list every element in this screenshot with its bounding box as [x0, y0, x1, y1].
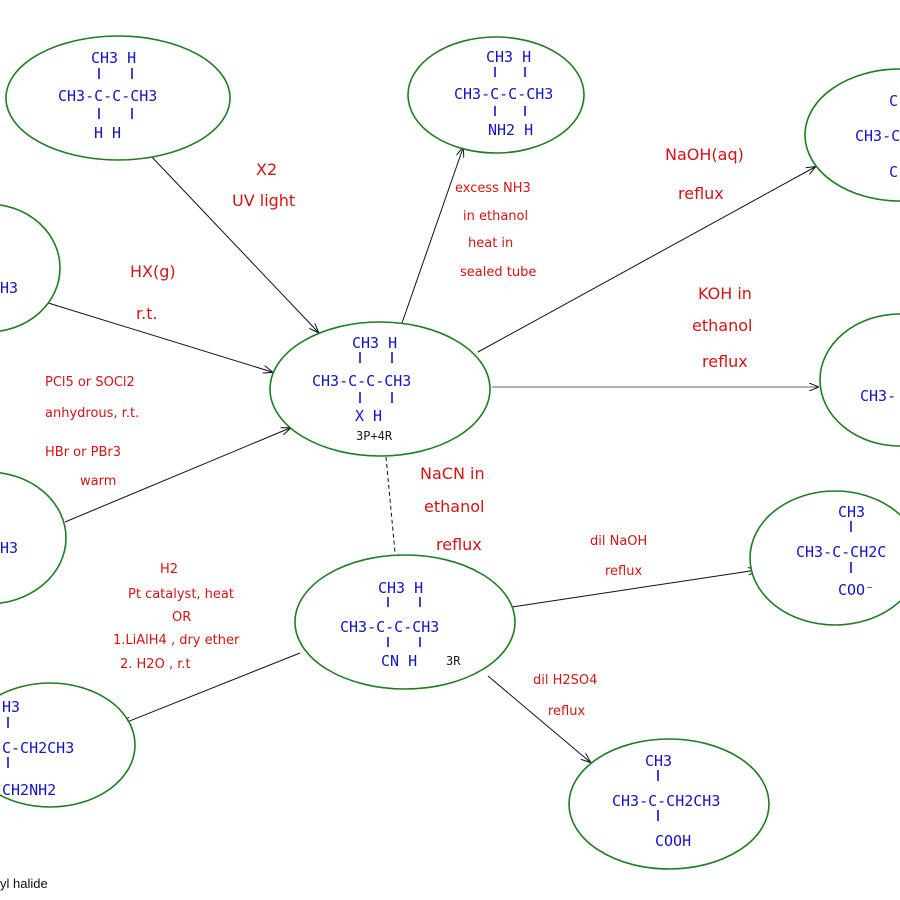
conditions-nh3: excess NH3 in ethanol heat in sealed tub… — [455, 181, 536, 280]
svg-text:dil NaOH: dil NaOH — [590, 534, 647, 549]
amine-primary-top: H3 — [2, 698, 20, 716]
svg-text:reflux: reflux — [605, 564, 642, 579]
nitrile-bottom: CN H — [381, 652, 417, 670]
svg-text:r.t.: r.t. — [136, 304, 158, 323]
svg-text:excess NH3: excess NH3 — [455, 181, 531, 196]
arrow-halogenation — [149, 154, 318, 332]
svg-text:H2: H2 — [160, 562, 178, 577]
alcohol-partial-bottom: C — [889, 163, 898, 181]
carboxylate-top: CH3 — [838, 503, 865, 521]
svg-text:OR: OR — [172, 610, 191, 625]
arrow-acid-hydrolysis — [487, 675, 590, 762]
conditions-reduction: H2 Pt catalyst, heat OR 1.LiAlH4 , dry e… — [113, 562, 240, 672]
node-acid: CH3 CH3-C-CH2CH3 COOH — [568, 738, 770, 870]
amine-primary-main: C-CH2CH3 — [2, 739, 74, 757]
svg-text:warm: warm — [80, 474, 116, 489]
butane-main: CH3-C-C-CH3 — [58, 87, 157, 105]
amine-primary-bottom: CH2NH2 — [2, 781, 56, 799]
alkyl-halide-bottom: X H — [355, 407, 382, 425]
svg-text:NaOH(aq): NaOH(aq) — [665, 145, 744, 164]
alcohol-left-partial-main: H3 — [0, 539, 18, 557]
reaction-arrows — [44, 148, 818, 762]
svg-text:HX(g): HX(g) — [130, 262, 176, 281]
node-alcohol-partial: C CH3-C C — [804, 68, 900, 202]
svg-text:PCl5 or SOCl2: PCl5 or SOCl2 — [45, 375, 135, 390]
svg-text:KOH in: KOH in — [698, 284, 752, 303]
svg-text:HBr or PBr3: HBr or PBr3 — [45, 445, 121, 460]
alkyl-halide-note: 3P+4R — [356, 429, 393, 443]
node-alcohol-left-partial: H3 — [0, 471, 67, 605]
amine-main: CH3-C-C-CH3 — [454, 85, 553, 103]
conditions-pcl5: PCl5 or SOCl2 anhydrous, r.t. — [45, 375, 139, 421]
svg-text:reflux: reflux — [548, 704, 585, 719]
conditions-hx: HX(g) r.t. — [130, 262, 176, 323]
node-alkene-left-partial: H3 — [0, 204, 61, 332]
alkyl-halide-top: CH3 H — [352, 334, 397, 352]
svg-text:in ethanol: in ethanol — [463, 209, 528, 224]
amine-top: CH3 H — [486, 48, 531, 66]
alkene-left-partial-main: H3 — [0, 279, 18, 297]
conditions-koh: KOH in ethanol reflux — [692, 284, 752, 371]
acid-top: CH3 — [645, 752, 672, 770]
arrow-hx-addition — [44, 301, 272, 372]
svg-text:reflux: reflux — [678, 184, 724, 203]
arrow-alkaline-hydrolysis — [511, 570, 757, 608]
svg-text:Pt catalyst, heat: Pt catalyst, heat — [128, 587, 234, 602]
node-butane: CH3 H CH3-C-C-CH3 H H — [5, 35, 231, 161]
alkene-right-partial-main: CH3- — [860, 387, 896, 405]
conditions-naoh: NaOH(aq) reflux — [665, 145, 744, 203]
arrow-alcohol-substitution — [64, 428, 290, 523]
svg-text:X2: X2 — [256, 160, 277, 179]
nitrile-main: CH3-C-C-CH3 — [340, 618, 439, 636]
conditions-dil-naoh: dil NaOH reflux — [590, 534, 647, 579]
node-carboxylate: CH3 CH3-C-CH2C COO⁻ — [749, 490, 900, 626]
svg-text:1.LiAlH4 , dry ether: 1.LiAlH4 , dry ether — [113, 633, 240, 648]
acid-bottom: COOH — [655, 832, 691, 850]
svg-text:UV light: UV light — [232, 191, 295, 210]
node-alkyl-halide: CH3 H CH3-C-C-CH3 X H 3P+4R — [269, 321, 491, 457]
arrow-to-nitrile — [385, 456, 396, 563]
svg-text:2. H2O , r.t: 2. H2O , r.t — [120, 657, 191, 672]
carboxylate-bottom: COO⁻ — [838, 581, 874, 599]
acid-main: CH3-C-CH2CH3 — [612, 792, 720, 810]
arrow-reduction — [122, 652, 301, 724]
butane-bottom: H H — [94, 124, 121, 142]
svg-text:anhydrous, r.t.: anhydrous, r.t. — [45, 406, 139, 421]
nitrile-top: CH3 H — [378, 579, 423, 597]
node-alkene-right-partial: CH3- — [819, 313, 900, 447]
svg-text:ethanol: ethanol — [692, 316, 752, 335]
node-amine-primary-partial: H3 C-CH2CH3 CH2NH2 — [0, 682, 136, 808]
nitrile-note: 3R — [446, 654, 461, 668]
node-nitrile: CH3 H CH3-C-C-CH3 CN H 3R — [294, 554, 516, 690]
amine-bottom: NH2 H — [488, 121, 533, 139]
node-amine: CH3 H CH3-C-C-CH3 NH2 H — [407, 36, 585, 154]
alcohol-partial-main: CH3-C — [855, 127, 900, 145]
svg-text:NaCN in: NaCN in — [420, 464, 485, 483]
conditions-dil-h2so4: dil H2SO4 reflux — [533, 673, 597, 719]
conditions-nacn: NaCN in ethanol reflux — [420, 464, 485, 554]
carboxylate-main: CH3-C-CH2C — [796, 543, 886, 561]
svg-text:heat in: heat in — [468, 236, 513, 251]
alcohol-partial-top: C — [889, 92, 898, 110]
arrow-to-amine — [401, 148, 463, 324]
svg-text:reflux: reflux — [702, 352, 748, 371]
svg-text:dil H2SO4: dil H2SO4 — [533, 673, 597, 688]
figure-caption: yl halide — [0, 876, 48, 891]
conditions-halogenation: X2 UV light — [232, 160, 295, 210]
conditions-hbr: HBr or PBr3 warm — [45, 445, 121, 489]
butane-top: CH3 H — [91, 49, 136, 67]
arrow-to-alcohol — [477, 167, 815, 353]
alkyl-halide-main: CH3-C-C-CH3 — [312, 372, 411, 390]
svg-text:sealed tube: sealed tube — [460, 265, 536, 280]
svg-text:ethanol: ethanol — [424, 497, 484, 516]
svg-text:reflux: reflux — [436, 535, 482, 554]
